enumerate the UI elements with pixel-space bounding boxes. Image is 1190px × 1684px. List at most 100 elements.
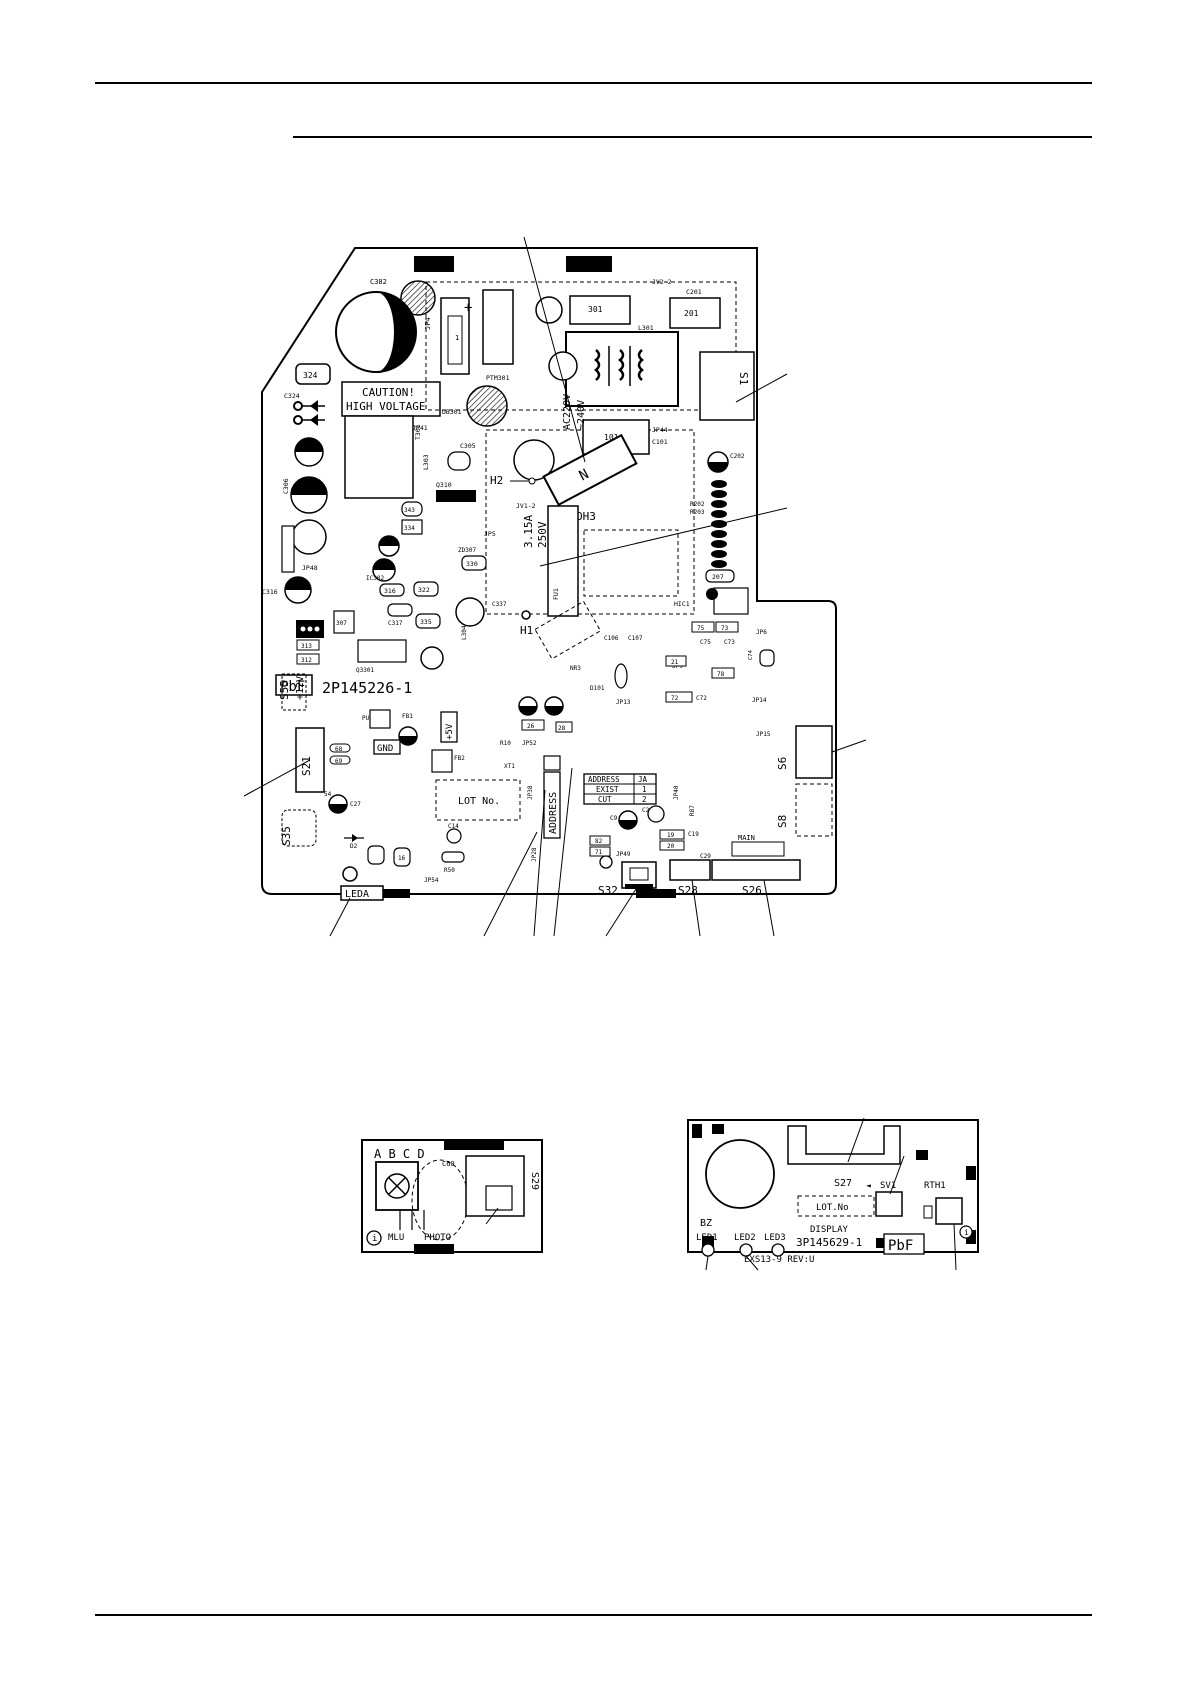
component-207 (705, 569, 735, 583)
label-led2: LED2 (734, 1233, 756, 1243)
capacitor-c13 (398, 726, 418, 746)
board-tab (414, 256, 454, 272)
connector-s6 (795, 725, 833, 779)
component-ptm301 (482, 289, 514, 365)
connector-s26 (711, 859, 801, 881)
label-r10: R10 (500, 740, 511, 747)
label-t301: T301 (414, 424, 422, 440)
address-label: ADDRESS (548, 792, 559, 834)
component-301 (569, 295, 631, 325)
label-c27: C27 (350, 801, 361, 808)
component-317 (387, 603, 413, 617)
display-mark: i (964, 1228, 969, 1237)
buzzer-bz (705, 1139, 775, 1209)
component-q3301 (357, 639, 407, 663)
label-jp52: JP52 (522, 740, 537, 747)
pbf-box (883, 1233, 925, 1255)
label-q3301: Q3301 (356, 667, 374, 674)
label-jp41: JP41 (412, 424, 428, 432)
component-q2 (713, 587, 749, 615)
component-343 (401, 501, 423, 517)
label-72: 72 (671, 695, 679, 702)
label-fuse-rating-2: 250V (536, 521, 549, 548)
label-69: 69 (335, 758, 343, 765)
board-tab (916, 1150, 928, 1160)
label-r203: R203 (690, 509, 705, 516)
component-312 (296, 653, 320, 665)
label-ic302: IC302 (366, 575, 384, 582)
component-201 (669, 297, 721, 329)
board-tab (444, 1140, 504, 1150)
label-jp13: JP13 (616, 699, 631, 706)
label-xt1: XT1 (504, 763, 515, 770)
led-3 (771, 1243, 785, 1257)
label-jp4: JP4 (424, 317, 432, 330)
capacitor-c318 (378, 535, 400, 557)
label-82: 82 (595, 838, 603, 845)
label-317: C317 (388, 620, 403, 627)
label-335: 335 (420, 618, 432, 626)
board-tab (966, 1230, 976, 1244)
label-330: 330 (466, 560, 478, 568)
label-q310: Q310 (436, 481, 452, 489)
label-c305: C305 (460, 442, 476, 450)
label-16: 16 (398, 855, 406, 862)
svg-text:+: + (464, 300, 472, 316)
component-26 (521, 719, 545, 731)
component-72 (665, 691, 693, 703)
address-table-row-value: 1 (642, 785, 647, 794)
label-ptm301: PTM301 (486, 374, 510, 382)
component-71 (589, 846, 611, 857)
leader-lines (243, 236, 867, 937)
label-c306: C306 (282, 478, 290, 494)
component-307 (333, 610, 355, 634)
label-fuse-rating-1: 3.15A (522, 515, 535, 548)
label-c201: C201 (686, 288, 702, 296)
photo-potentiometer (375, 1161, 419, 1211)
address-table-row-value: 2 (642, 795, 647, 804)
component-335 (415, 613, 441, 629)
main-board-outline (261, 247, 837, 895)
label-jp38: JP38 (527, 785, 534, 800)
dashed-region (281, 673, 307, 711)
connector-s28 (669, 859, 711, 881)
component-c305 (447, 451, 471, 471)
label-led1: LED1 (696, 1233, 718, 1243)
gnd-box (373, 739, 401, 755)
component-varistor (542, 433, 638, 507)
lot-no-label: LOT No. (458, 796, 500, 807)
board-tab (414, 1244, 454, 1254)
component-73 (715, 621, 739, 633)
capacitor-ic4 (544, 696, 564, 716)
led-1 (701, 1243, 715, 1257)
pbf-mark: PbF (280, 679, 305, 695)
label-fb2: FB2 (454, 755, 465, 762)
label-s29: S29 (529, 1172, 540, 1190)
label-bz: BZ (700, 1218, 712, 1229)
component-q (455, 597, 485, 627)
label-78: 78 (717, 671, 725, 678)
label-jp28: JP28 (531, 847, 538, 862)
label-fb1: FB1 (402, 713, 413, 720)
label-316: 316 (384, 587, 396, 595)
label-rth1: RTH1 (924, 1181, 946, 1191)
lot-no-label: LOT.No (816, 1203, 849, 1213)
capacitor-c318b (420, 646, 444, 670)
label-c72: C72 (696, 695, 707, 702)
label-s6: S6 (776, 757, 789, 770)
label-h3: OH3 (576, 510, 596, 523)
caution-line-2: HIGH VOLTAGE (346, 400, 425, 413)
label-20: 20 (667, 843, 675, 850)
label-c324: C324 (284, 392, 300, 400)
label-c382: C382 (370, 278, 387, 286)
label-r87: R87 (689, 805, 696, 816)
component (369, 709, 391, 729)
capacitor-c380 (294, 437, 324, 467)
label-s1: S1 (737, 372, 750, 385)
label-db301: DB301 (442, 408, 462, 416)
connector-s8-outline (795, 783, 833, 837)
board-tab (876, 1238, 886, 1248)
